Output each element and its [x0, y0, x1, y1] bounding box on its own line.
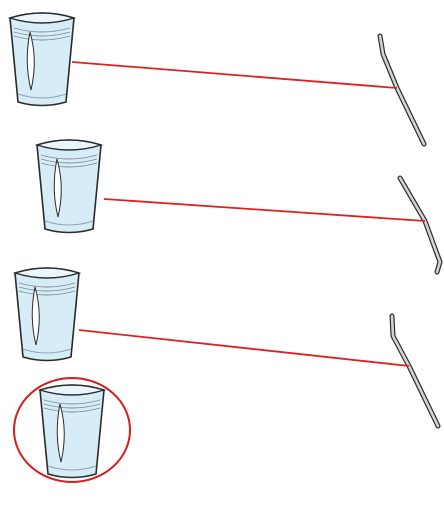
cup-4	[40, 385, 104, 478]
cup-body	[15, 268, 79, 361]
rod-outline	[400, 178, 440, 272]
rod-fill	[380, 36, 424, 144]
cup-1	[10, 13, 74, 106]
rod-1	[380, 36, 424, 144]
rod-3	[392, 316, 438, 426]
connector-line-2	[104, 199, 425, 221]
rod-fill	[392, 316, 438, 426]
rod-2	[400, 178, 440, 272]
cup-body	[37, 140, 101, 233]
cup-2	[37, 140, 101, 233]
cup-body	[40, 385, 104, 478]
cup-3	[15, 268, 79, 361]
connector-line-1	[72, 62, 397, 88]
connector-line-3	[79, 330, 409, 366]
cup-body	[10, 13, 74, 106]
